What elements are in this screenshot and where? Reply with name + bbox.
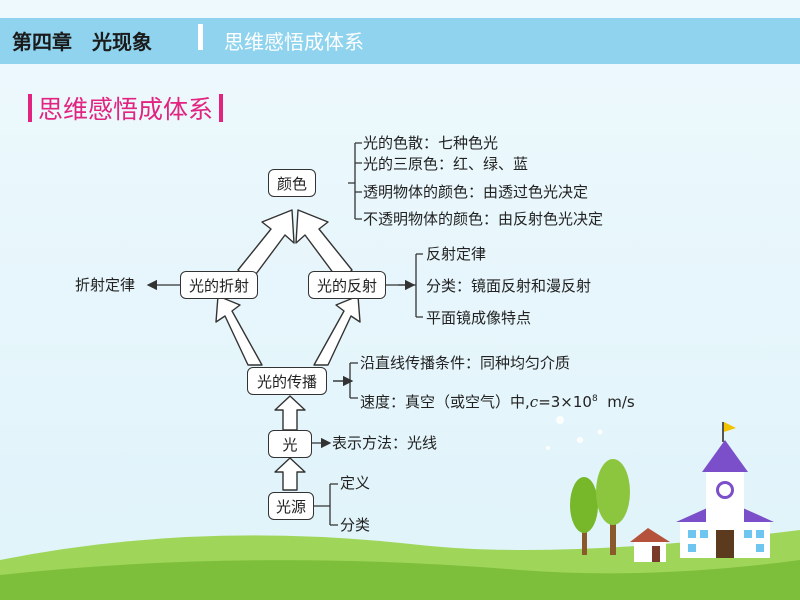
- speed-equation: =3×10: [538, 393, 592, 411]
- section-title: 思维感悟成体系: [22, 90, 229, 126]
- arrow-propagation-to-refraction: [215, 295, 263, 366]
- school-building-icon: [676, 422, 774, 558]
- node-refraction: 光的折射: [180, 271, 258, 299]
- propagation-condition: 沿直线传播条件：同种均匀介质: [360, 354, 571, 372]
- node-source: 光源: [268, 492, 314, 520]
- node-color: 颜色: [268, 169, 316, 197]
- speed-prefix: 速度：真空（或空气）中,: [360, 393, 530, 411]
- node-reflection: 光的反射: [308, 271, 386, 299]
- section-title-bar-left: [28, 94, 32, 122]
- reflection-item-law: 反射定律: [426, 245, 487, 263]
- reflection-item-mirror: 平面镜成像特点: [426, 309, 532, 327]
- reflection-item-types: 分类：镜面反射和漫反射: [426, 277, 592, 295]
- color-item-opaque: 不透明物体的颜色：由反射色光决定: [363, 210, 604, 228]
- propagation-speed: 速度：真空（或空气）中,c=3×108 m/s: [360, 390, 635, 411]
- section-title-text: 思维感悟成体系: [38, 95, 214, 124]
- section-title-bar-right: [219, 94, 224, 122]
- source-item-definition: 定义: [340, 474, 371, 492]
- chapter-title: 第四章 光现象: [12, 30, 152, 54]
- house-icon: [630, 528, 670, 562]
- header-bar: 第四章 光现象 思维感悟成体系: [0, 18, 800, 64]
- refraction-law: 折射定律: [75, 276, 136, 294]
- color-item-dispersion: 光的色散：七种色光: [363, 134, 499, 152]
- arrow-source-to-light: [274, 457, 306, 491]
- tree-icon: [570, 459, 630, 555]
- header-section-name: 思维感悟成体系: [224, 30, 364, 54]
- arrow-propagation-to-reflection: [313, 295, 361, 366]
- speed-unit: m/s: [607, 393, 635, 411]
- speed-variable: c: [529, 393, 539, 411]
- header-divider: [198, 24, 203, 50]
- node-light: 光: [268, 430, 312, 458]
- node-propagation: 光的传播: [247, 367, 327, 395]
- color-item-transparent: 透明物体的颜色：由透过色光决定: [363, 183, 589, 201]
- color-item-primary: 光的三原色：红、绿、蓝: [363, 155, 529, 173]
- arrow-light-to-propagation: [274, 395, 306, 431]
- speed-exponent: 8: [591, 394, 598, 404]
- light-representation: 表示方法：光线: [332, 434, 438, 452]
- source-item-types: 分类: [340, 516, 371, 534]
